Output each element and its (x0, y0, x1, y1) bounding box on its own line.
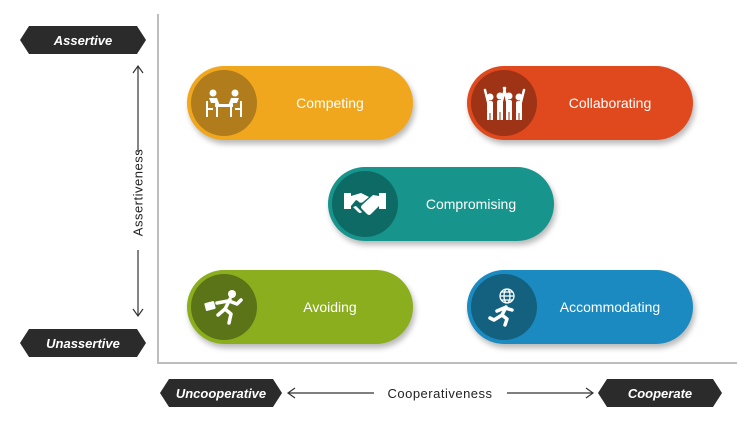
collaborating-label: Collaborating (568, 95, 652, 111)
unassertive-tag-label: Unassertive (46, 335, 120, 351)
x-axis-line (157, 362, 737, 364)
accommodating-pill: Accommodating (467, 270, 693, 344)
y-axis-arrow-bottom (132, 250, 144, 318)
team-high-five-icon (483, 86, 526, 120)
uncooperative-tag-label: Uncooperative (175, 385, 267, 401)
assertive-tag-label: Assertive (53, 32, 113, 48)
compromising-label: Compromising (425, 196, 517, 212)
y-axis-arrow-top (132, 64, 144, 152)
x-axis-arrow-left (286, 387, 374, 399)
collaborating-pill: Collaborating (467, 66, 693, 140)
competing-circle (191, 70, 257, 136)
cooperate-tag-label: Cooperate (627, 385, 693, 401)
unassertive-tag: Unassertive (20, 329, 146, 357)
competing-label: Competing (296, 95, 364, 111)
avoiding-pill: Avoiding (187, 270, 413, 344)
x-axis-label: Cooperativeness (380, 386, 500, 401)
assertiveness-label: Assertiveness (130, 148, 146, 237)
compromising-circle (332, 171, 398, 237)
uncooperative-tag: Uncooperative (160, 379, 282, 407)
assertive-tag: Assertive (20, 26, 146, 54)
running-away-icon (204, 290, 243, 325)
y-axis-line (157, 14, 159, 364)
avoiding-label: Avoiding (303, 299, 357, 315)
x-axis-arrow-right (507, 387, 595, 399)
globe-runner-icon (488, 288, 515, 327)
accommodating-circle (471, 274, 537, 340)
compromising-pill: Compromising (328, 167, 554, 241)
accommodating-label: Accommodating (559, 299, 661, 315)
cooperativeness-label: Cooperativeness (387, 386, 493, 401)
meeting-table-icon (206, 89, 242, 117)
handshake-icon (344, 193, 386, 215)
competing-pill: Competing (187, 66, 413, 140)
collaborating-circle (471, 70, 537, 136)
cooperate-tag: Cooperate (598, 379, 722, 407)
avoiding-circle (191, 274, 257, 340)
y-axis-label: Assertiveness (131, 143, 146, 243)
